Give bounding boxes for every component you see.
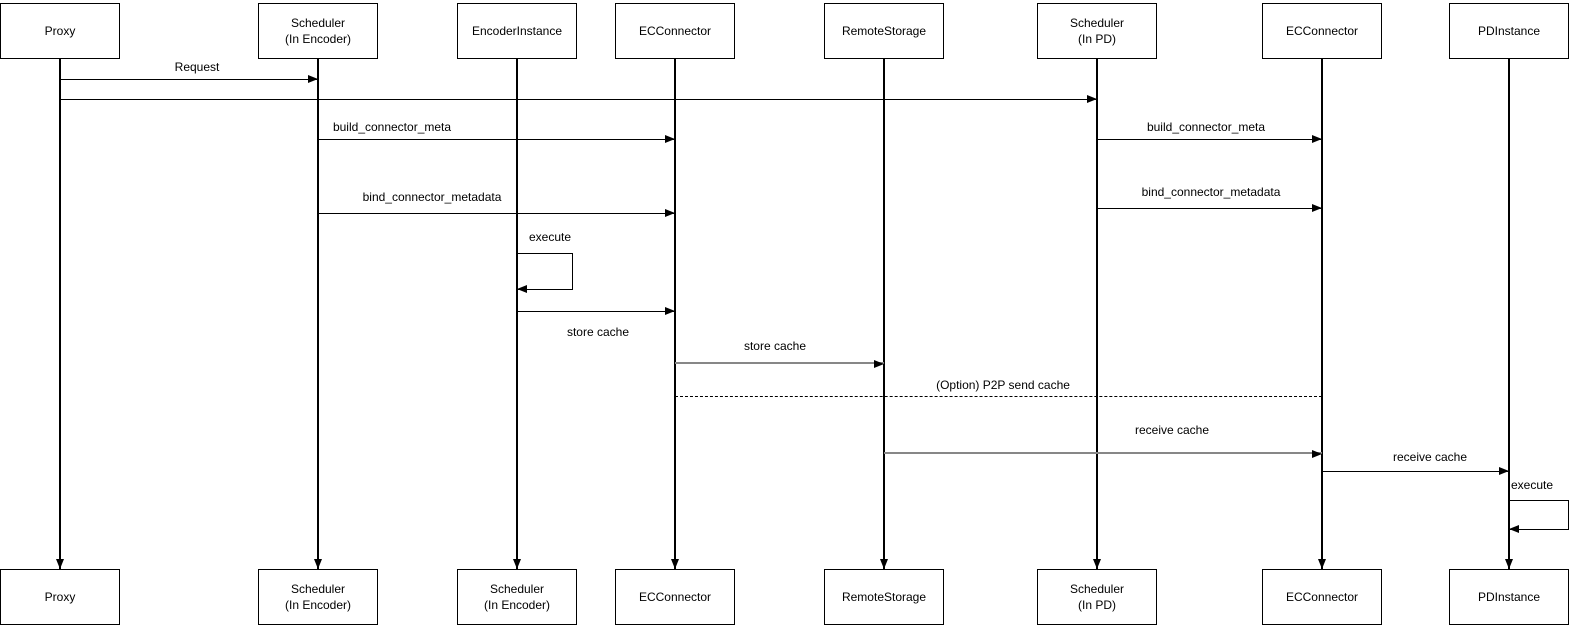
message-label-bind-connector-metadata-encoder: bind_connector_metadata bbox=[362, 190, 502, 204]
self-loop-execute-encoder bbox=[517, 253, 573, 293]
arrowhead-down-icon bbox=[880, 559, 888, 569]
lifeline-encoderinstance bbox=[513, 59, 521, 569]
lifeline-pdinstance bbox=[1505, 59, 1513, 569]
message-arrow-receive-cache-pd bbox=[1322, 467, 1509, 476]
actor-box-proxy-bottom: Proxy bbox=[0, 569, 120, 625]
self-loop-execute-pd bbox=[1509, 500, 1569, 533]
message-label-execute-pd: execute bbox=[1510, 478, 1554, 492]
message-label-request: Request bbox=[174, 60, 220, 74]
arrowhead-right-icon bbox=[874, 359, 884, 368]
arrowhead-down-icon bbox=[314, 559, 322, 569]
actor-box-scheduler-encoder-bottom: Scheduler (In Encoder) bbox=[258, 569, 378, 625]
message-label-bind-connector-metadata-pd: bind_connector_metadata bbox=[1141, 185, 1281, 199]
arrowhead-right-icon bbox=[1312, 204, 1322, 213]
arrowhead-down-icon bbox=[513, 559, 521, 569]
arrowhead-down-icon bbox=[1505, 559, 1513, 569]
arrowhead-right-icon bbox=[1312, 135, 1322, 144]
arrowhead-right-icon bbox=[665, 135, 675, 144]
lifeline-scheduler-encoder bbox=[314, 59, 322, 569]
message-arrow-store-cache-remote bbox=[675, 359, 884, 368]
message-arrow-encoderinstance-to-ecconnector bbox=[517, 307, 675, 316]
actor-box-scheduler-pd-top: Scheduler (In PD) bbox=[1037, 3, 1157, 59]
message-arrow-build-connector-meta-pd bbox=[1097, 135, 1322, 144]
message-label-execute-encoder: execute bbox=[528, 230, 572, 244]
message-arrow-p2p-send-cache bbox=[675, 396, 1322, 397]
arrowhead-right-icon bbox=[308, 75, 318, 84]
lifeline-proxy bbox=[56, 59, 64, 569]
message-label-receive-cache-remote: receive cache bbox=[1134, 423, 1210, 437]
actor-box-scheduler-encoder-top: Scheduler (In Encoder) bbox=[258, 3, 378, 59]
lifeline-ecconnector-left bbox=[671, 59, 679, 569]
actor-box-scheduler-encoder-2-bottom: Scheduler (In Encoder) bbox=[457, 569, 577, 625]
actor-box-remotestorage-bottom: RemoteStorage bbox=[824, 569, 944, 625]
message-arrow-build-connector-meta-encoder bbox=[318, 135, 675, 144]
message-arrow-bind-connector-metadata-pd bbox=[1097, 204, 1322, 213]
arrowhead-right-icon bbox=[1087, 95, 1097, 104]
actor-box-remotestorage-top: RemoteStorage bbox=[824, 3, 944, 59]
arrowhead-right-icon bbox=[1312, 449, 1322, 458]
arrowhead-right-icon bbox=[665, 307, 675, 316]
message-label-build-connector-meta-encoder: build_connector_meta bbox=[332, 120, 452, 134]
actor-box-pdinstance-top: PDInstance bbox=[1449, 3, 1569, 59]
lifeline-ecconnector-right bbox=[1318, 59, 1326, 569]
message-label-store-cache-local: store cache bbox=[566, 325, 630, 339]
message-label-p2p-send-cache: (Option) P2P send cache bbox=[936, 378, 1070, 392]
arrowhead-left-icon bbox=[1509, 525, 1519, 533]
actor-box-encoderinstance-top: EncoderInstance bbox=[457, 3, 577, 59]
actor-box-ecconnector-left-top: ECConnector bbox=[615, 3, 735, 59]
actor-box-pdinstance-bottom: PDInstance bbox=[1449, 569, 1569, 625]
lifeline-remotestorage bbox=[880, 59, 888, 569]
arrowhead-right-icon bbox=[665, 209, 675, 218]
message-label-receive-cache-pd: receive cache bbox=[1392, 450, 1468, 464]
actor-box-proxy-top: Proxy bbox=[0, 3, 120, 59]
arrowhead-right-icon bbox=[1499, 467, 1509, 476]
arrowhead-down-icon bbox=[56, 559, 64, 569]
lifeline-scheduler-pd bbox=[1093, 59, 1101, 569]
message-arrow-receive-cache-remote bbox=[884, 449, 1322, 458]
actor-box-scheduler-pd-bottom: Scheduler (In PD) bbox=[1037, 569, 1157, 625]
actor-box-ecconnector-right-bottom: ECConnector bbox=[1262, 569, 1382, 625]
arrowhead-down-icon bbox=[671, 559, 679, 569]
message-arrow-request bbox=[60, 75, 318, 84]
arrowhead-down-icon bbox=[1093, 559, 1101, 569]
arrowhead-down-icon bbox=[1318, 559, 1326, 569]
message-label-store-cache-remote: store cache bbox=[743, 339, 807, 353]
arrowhead-left-icon bbox=[517, 285, 527, 293]
message-arrow-proxy-to-scheduler-pd bbox=[60, 95, 1097, 104]
actor-box-ecconnector-left-bottom: ECConnector bbox=[615, 569, 735, 625]
actor-box-ecconnector-right-top: ECConnector bbox=[1262, 3, 1382, 59]
message-arrow-bind-connector-metadata-encoder bbox=[318, 209, 675, 218]
message-label-build-connector-meta-pd: build_connector_meta bbox=[1146, 120, 1266, 134]
